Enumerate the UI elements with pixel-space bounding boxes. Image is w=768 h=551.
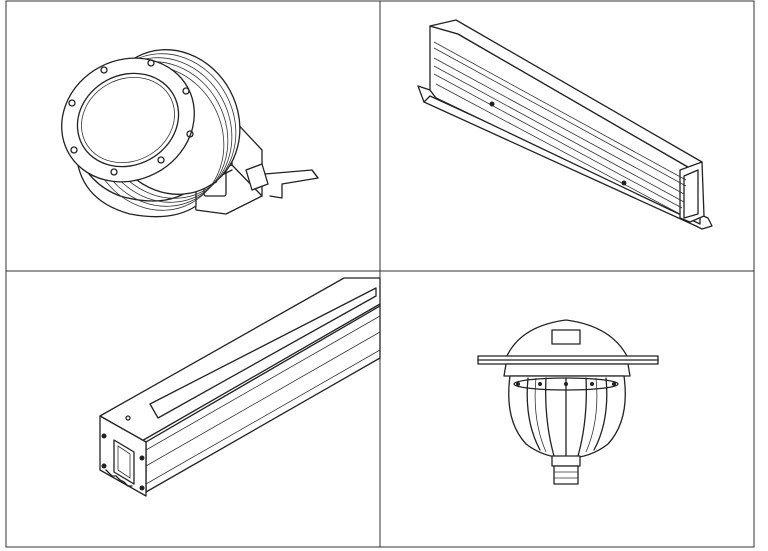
panel-linear-rail-profile [417, 19, 713, 230]
linear-profile-drawing-icon [417, 19, 713, 230]
panel-round-wall-luminaire [61, 49, 319, 218]
pendant-dome-drawing-icon [477, 319, 659, 485]
panel-inground-linear-profile [99, 277, 381, 497]
panel-pendant-dome-luminaire [477, 319, 659, 485]
grid-frame [5, 0, 755, 548]
inground-linear-drawing-icon [99, 277, 381, 497]
round-luminaire-drawing-icon [61, 49, 319, 218]
